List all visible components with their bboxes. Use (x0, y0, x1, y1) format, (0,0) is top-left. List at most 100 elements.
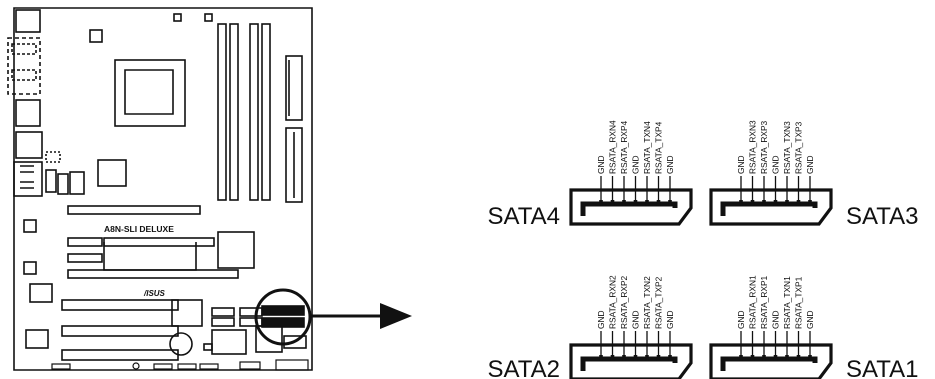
sata4-pin-contact-5 (645, 200, 649, 206)
dimm-slot-2 (229, 23, 239, 201)
sata-highlight-circle (254, 288, 312, 346)
sata1-pin-label: GND (736, 310, 746, 329)
bottom-pin-headers (51, 359, 309, 371)
sata1-pin-contact-3 (762, 355, 766, 361)
sata2-pin-label: GND (596, 310, 606, 329)
sata1-pin-contact-1 (739, 355, 743, 361)
sata3-pin-label: RSATA_TXP3 (794, 121, 804, 174)
sata4-connector-body (569, 188, 693, 226)
sata1-connector-body (709, 343, 833, 379)
chip-medium (211, 329, 247, 355)
sata1-pin-label: RSATA_RXP1 (759, 275, 769, 329)
component-left-3 (29, 283, 53, 303)
sata1-pin-label: RSATA_TXP1 (794, 276, 804, 329)
io-usb-port (15, 99, 41, 127)
sata1-pin-contact-2 (750, 355, 755, 361)
sata2-label: SATA2 (488, 356, 560, 379)
southbridge-chip (171, 299, 203, 327)
slot-short-2 (67, 253, 103, 263)
motherboard-layout: A8N-SLI DELUXE /ISUS (7, 7, 382, 371)
sata2-pin-label: RSATA_TXP2 (654, 276, 664, 329)
callout-arrow-head-icon (380, 303, 412, 329)
sata4-pin-label: GND (631, 155, 641, 174)
sata2-pin-contact-5 (645, 355, 649, 361)
io-parallel-inner (11, 43, 37, 81)
io-small-connector (45, 151, 61, 163)
sata2-pin-label: GND (631, 310, 641, 329)
sata4-pin-label: GND (665, 155, 675, 174)
cmos-battery (169, 332, 193, 356)
sata4-pin-label: RSATA_RXN4 (608, 120, 618, 174)
sata4-pin-label: RSATA_TXN4 (642, 121, 652, 174)
cpu-socket (114, 59, 186, 127)
component-small-1 (173, 13, 182, 22)
sata2-pin-label: RSATA_RXN2 (608, 275, 618, 329)
board-model-label: A8N-SLI DELUXE (104, 224, 174, 234)
onboard-sata-block-2 (211, 317, 235, 327)
sata2-connector-body (569, 343, 693, 379)
pci-express-slot-x1 (67, 205, 201, 215)
sata3-pin-label: RSATA_RXP3 (759, 120, 769, 174)
pci-slot-1 (61, 299, 179, 311)
atx-power-connector (285, 55, 303, 121)
sata4-connector-key (580, 201, 678, 216)
sata3-pin-contact-6 (796, 200, 801, 206)
sata2-connector-key (580, 356, 678, 371)
header-bottom (283, 335, 307, 349)
sata3-pin-contact-1 (739, 200, 743, 206)
sata2-pin-label: GND (665, 310, 675, 329)
sata3-pin-contact-2 (750, 200, 755, 206)
sata3-pin-contact-4 (773, 200, 778, 206)
pci-express-slot-x16-1 (103, 237, 215, 247)
cpu-socket-inner (124, 69, 174, 115)
sata4-pin-label: RSATA_TXP4 (654, 121, 664, 174)
sata2-pin-contact-2 (610, 355, 615, 361)
chip-small (69, 171, 85, 195)
onboard-sata1-sata2 (261, 317, 305, 328)
io-parallel-port (7, 37, 41, 95)
component-small-3 (203, 343, 213, 351)
onboard-sata-block-1 (211, 307, 235, 317)
sata2-pin-contact-3 (622, 355, 626, 361)
io-audio-detail (20, 165, 34, 189)
io-audio-port (13, 161, 43, 197)
sata3-label: SATA3 (846, 203, 918, 230)
onboard-sata3-sata4 (261, 305, 305, 316)
dimm-slot-4 (261, 23, 271, 201)
sata4-pin-contact-7 (668, 200, 672, 206)
sata1-pin-contact-7 (808, 355, 812, 361)
sata4-pin-label: RSATA_RXP4 (619, 120, 629, 174)
sata4-pin-label: GND (596, 155, 606, 174)
sata4-pin-contact-6 (656, 200, 661, 206)
component-small-2 (204, 13, 213, 22)
cpu-heatsink-block (97, 159, 127, 187)
sata3-connector-key (720, 201, 818, 216)
sata3-connector-body (709, 188, 833, 226)
sata1-pin-contact-6 (796, 355, 801, 361)
pci-slot-2 (61, 325, 179, 337)
component-left-4 (25, 329, 49, 349)
dimm-slot-3 (249, 23, 259, 201)
sata3-pin-contact-3 (762, 200, 766, 206)
io-small-connector-2 (45, 169, 57, 193)
floppy-connector (285, 127, 303, 203)
sata4-pin-contact-1 (599, 200, 603, 206)
sata3-pin-label: RSATA_RXN3 (748, 120, 758, 174)
sata2-pin-contact-1 (599, 355, 603, 361)
slot-short-1 (67, 237, 103, 247)
sata1-connector-key (720, 356, 818, 371)
sata1-pin-label: RSATA_RXN1 (748, 275, 758, 329)
sata3-pin-label: GND (805, 155, 815, 174)
sata3-pin-label: RSATA_TXN3 (782, 121, 792, 174)
sata2-pin-label: RSATA_RXP2 (619, 275, 629, 329)
sata1-pin-label: GND (805, 310, 815, 329)
sata1-pin-contact-5 (785, 355, 789, 361)
sata4-label: SATA4 (488, 203, 560, 230)
sata3-pin-label: GND (736, 155, 746, 174)
sata3-pin-contact-7 (808, 200, 812, 206)
